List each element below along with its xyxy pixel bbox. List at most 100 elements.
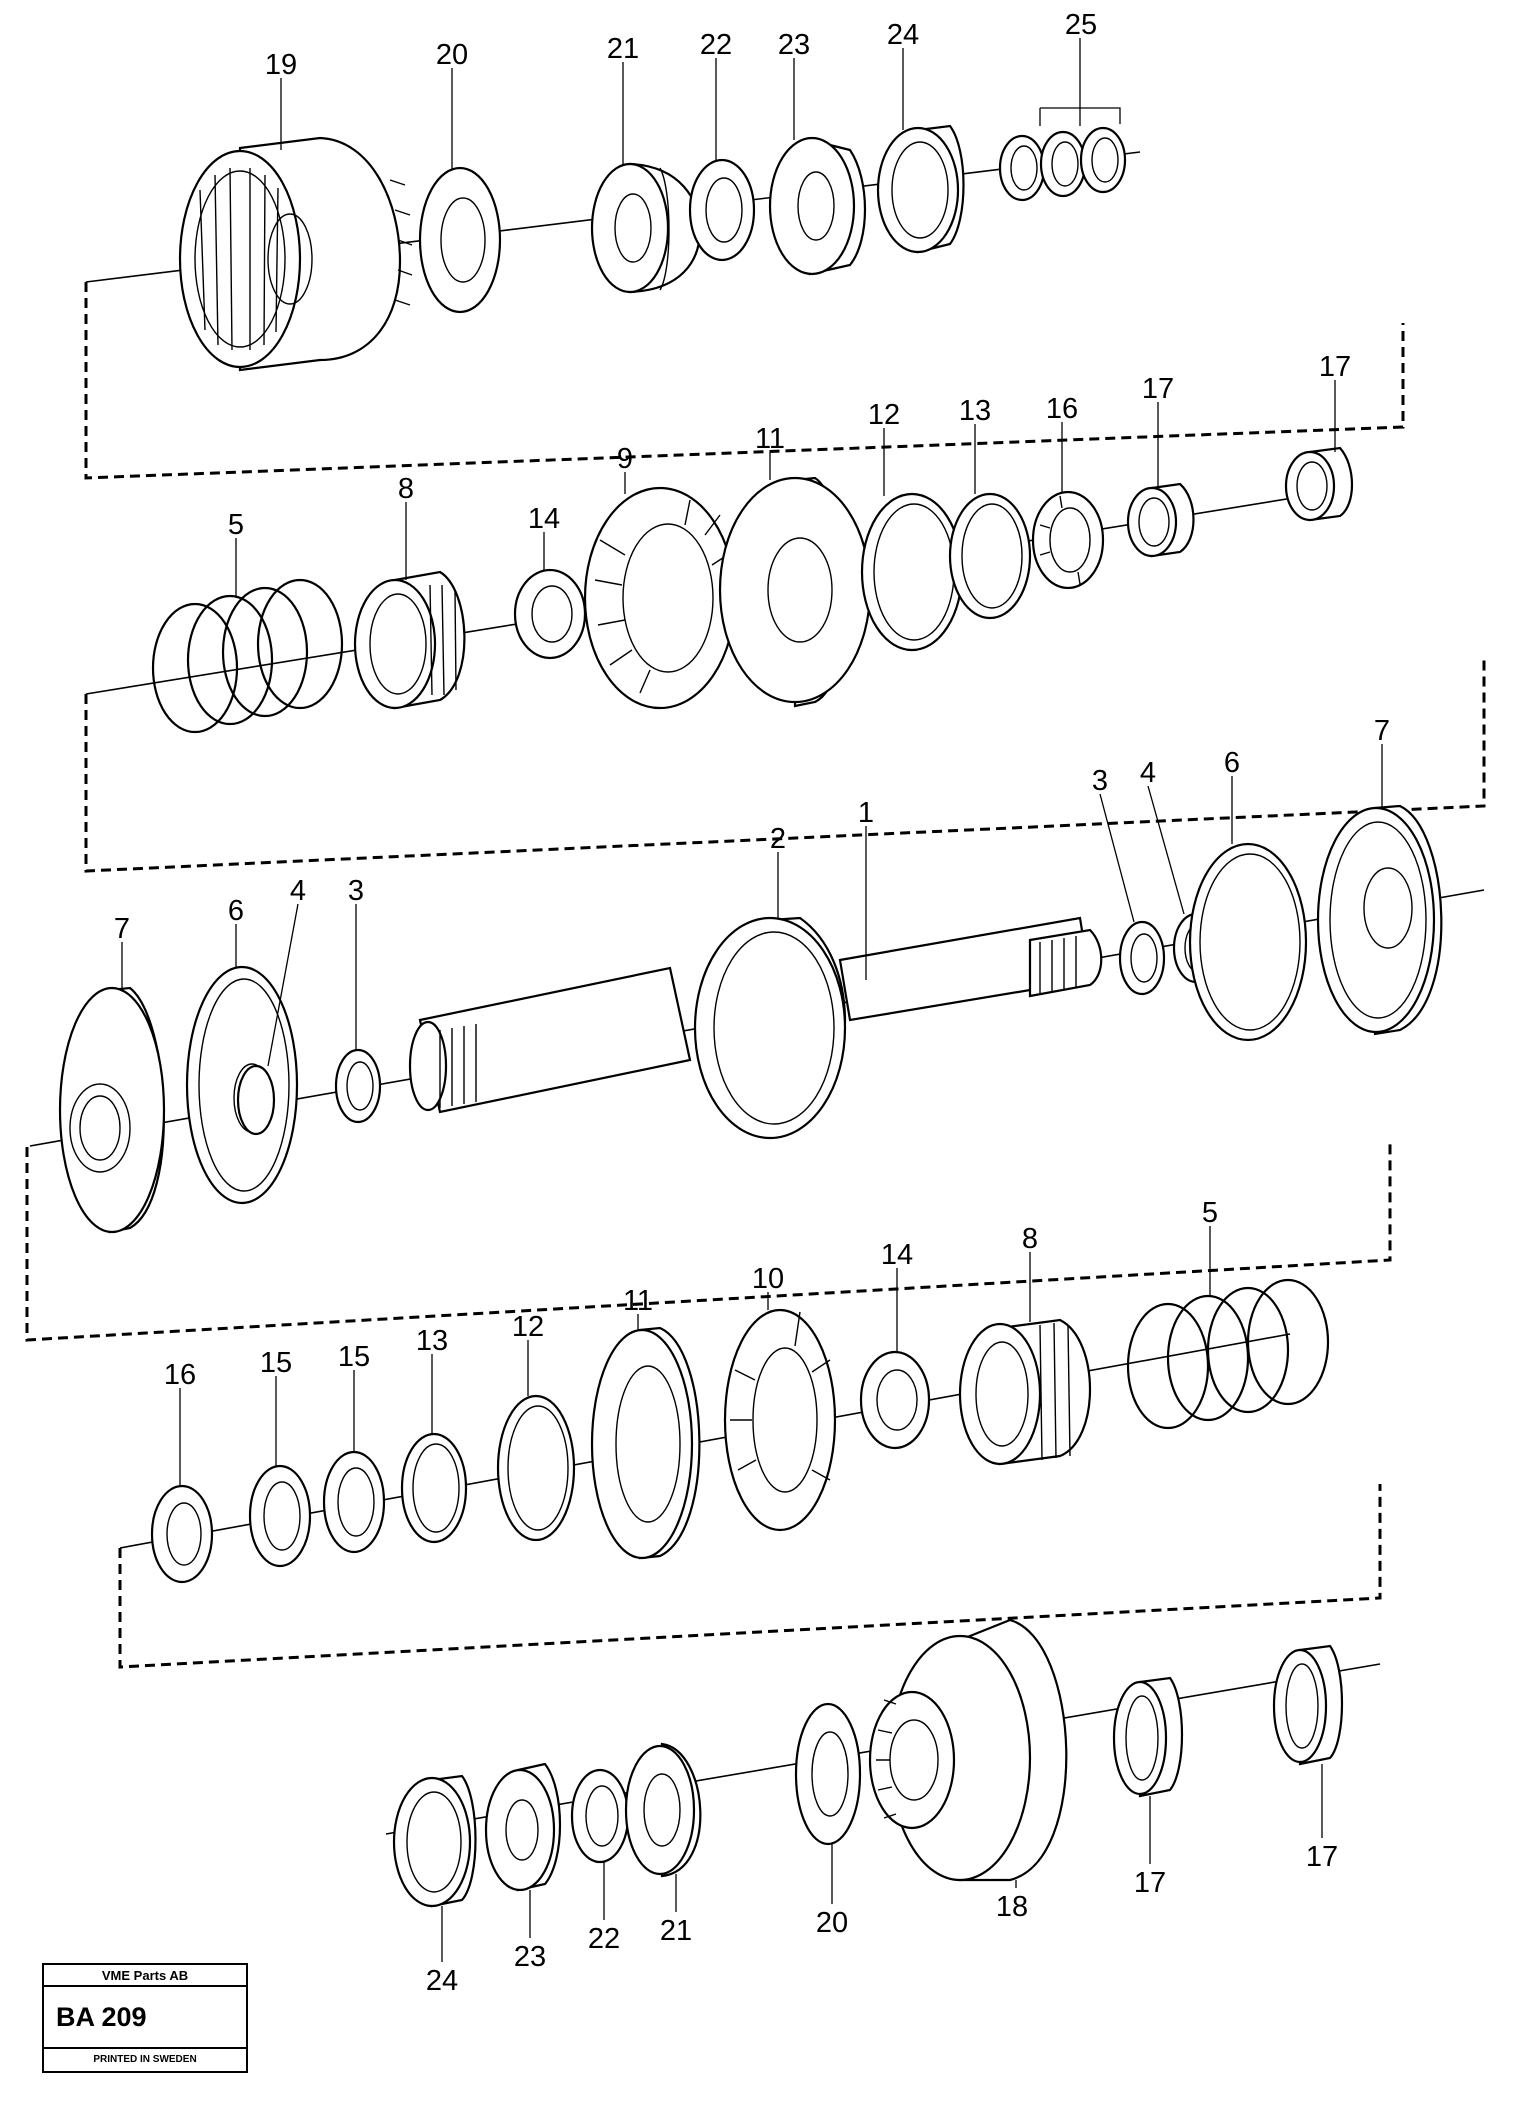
callout-20: 20 xyxy=(436,39,468,71)
row-1-parts xyxy=(85,124,1141,372)
callout-20: 20 xyxy=(816,1907,848,1939)
callout-2: 2 xyxy=(770,823,786,855)
callout-5: 5 xyxy=(1202,1197,1218,1229)
callout-4-left: 4 xyxy=(290,875,306,907)
callout-16: 16 xyxy=(1046,393,1078,425)
part-22-race xyxy=(688,158,756,262)
callout-23: 23 xyxy=(514,1941,546,1973)
callout-8: 8 xyxy=(1022,1223,1038,1255)
part-22-race xyxy=(570,1768,630,1864)
part-18-clutch-drum xyxy=(868,1618,1068,1882)
callout-4-right: 4 xyxy=(1140,757,1156,789)
part-3-ring-right xyxy=(1118,920,1166,996)
callout-1: 1 xyxy=(858,797,874,829)
part-2-clutch-drum xyxy=(693,916,847,1140)
part-19-ring-gear xyxy=(178,136,413,372)
callout-9: 9 xyxy=(617,443,633,475)
part-17-sleeve-a xyxy=(1112,1676,1184,1798)
part-8-splined-hub xyxy=(958,1318,1092,1466)
title-block-company: VME Parts AB xyxy=(44,1965,246,1987)
callout-17a: 17 xyxy=(1142,373,1174,405)
callout-6-right: 6 xyxy=(1224,747,1240,779)
callout-24: 24 xyxy=(426,1965,458,1997)
part-3-ring-left xyxy=(334,1048,382,1124)
callout-17b: 17 xyxy=(1319,351,1351,383)
title-block-code: BA 209 xyxy=(44,1987,246,2049)
callout-16: 16 xyxy=(164,1359,196,1391)
callout-22: 22 xyxy=(700,29,732,61)
part-17-sleeve-b xyxy=(1272,1644,1344,1766)
callout-7-left: 7 xyxy=(114,913,130,945)
part-12-snap-ring xyxy=(860,492,964,652)
part-17-sleeve-a xyxy=(1126,482,1195,558)
part-20-washer xyxy=(418,166,502,314)
callout-15b: 15 xyxy=(338,1341,370,1373)
callout-15a: 15 xyxy=(260,1347,292,1379)
part-9-disc-spring xyxy=(583,486,737,710)
callout-17a: 17 xyxy=(1134,1867,1166,1899)
title-block: VME Parts AB BA 209 PRINTED IN SWEDEN xyxy=(42,1963,248,2073)
part-20-washer xyxy=(794,1702,862,1846)
part-24-bearing-cup xyxy=(392,1774,477,1908)
part-25-ring-set xyxy=(998,126,1127,202)
part-15-washer-a xyxy=(248,1464,312,1568)
callout-8: 8 xyxy=(398,473,414,505)
part-10-disc-spring xyxy=(723,1308,837,1532)
callout-6-left: 6 xyxy=(228,895,244,927)
part-4-seal-left xyxy=(236,1064,276,1136)
part-13-ring xyxy=(948,492,1032,620)
part-11-pressure-plate xyxy=(590,1326,701,1560)
callout-19: 19 xyxy=(265,49,297,81)
title-block-printed: PRINTED IN SWEDEN xyxy=(93,2053,197,2065)
callout-10: 10 xyxy=(752,1263,784,1295)
callout-21: 21 xyxy=(660,1915,692,1947)
callout-14: 14 xyxy=(881,1239,913,1271)
part-1-main-shaft xyxy=(408,916,1103,1114)
part-21-bearing xyxy=(624,1742,702,1878)
callout-3-right: 3 xyxy=(1092,765,1108,797)
part-23-tapered-bearing xyxy=(768,136,867,276)
part-13-ring xyxy=(400,1432,468,1544)
part-14-split-ring xyxy=(513,568,587,660)
part-16-needle-bearing xyxy=(150,1484,214,1584)
callout-14: 14 xyxy=(528,503,560,535)
callout-12: 12 xyxy=(512,1311,544,1343)
callout-23: 23 xyxy=(778,29,810,61)
part-21-bearing xyxy=(590,162,702,294)
callout-13: 13 xyxy=(416,1325,448,1357)
row-3-parts xyxy=(29,804,1485,1234)
part-23-tapered-bearing xyxy=(484,1762,562,1892)
callout-5: 5 xyxy=(228,509,244,541)
part-8-splined-hub xyxy=(353,570,466,710)
part-5-spring xyxy=(1126,1278,1330,1430)
part-7-piston-left xyxy=(58,986,166,1234)
part-6-ring-right xyxy=(1188,842,1308,1042)
row-2-parts xyxy=(85,446,1354,734)
row-4-parts xyxy=(119,1278,1330,1584)
row-5-parts xyxy=(385,1618,1381,1908)
callout-21: 21 xyxy=(607,33,639,65)
part-24-bearing-cup xyxy=(876,124,965,254)
part-12-snap-ring xyxy=(496,1394,576,1542)
part-15-washer-b xyxy=(322,1450,386,1554)
part-14-split-ring xyxy=(859,1350,931,1450)
callout-24: 24 xyxy=(887,19,919,51)
callout-22: 22 xyxy=(588,1923,620,1955)
callout-11: 11 xyxy=(755,423,785,455)
callout-18: 18 xyxy=(996,1891,1028,1923)
callout-17b: 17 xyxy=(1306,1841,1338,1873)
part-11-pressure-plate xyxy=(718,476,872,708)
assembly-connector-lines xyxy=(25,282,1486,1669)
callout-12: 12 xyxy=(868,399,900,431)
callout-3-left: 3 xyxy=(348,875,364,907)
callouts: 19 20 21 22 23 24 25 5 8 14 9 11 12 13 1… xyxy=(114,9,1390,1997)
callout-25: 25 xyxy=(1065,9,1097,41)
part-17-sleeve-b xyxy=(1284,446,1354,522)
callout-13: 13 xyxy=(959,395,991,427)
callout-7-right: 7 xyxy=(1374,715,1390,747)
callout-11: 11 xyxy=(623,1285,653,1317)
part-16-needle-bearing xyxy=(1031,490,1105,590)
part-7-piston-right xyxy=(1316,804,1443,1036)
part-5-spring xyxy=(151,578,344,734)
